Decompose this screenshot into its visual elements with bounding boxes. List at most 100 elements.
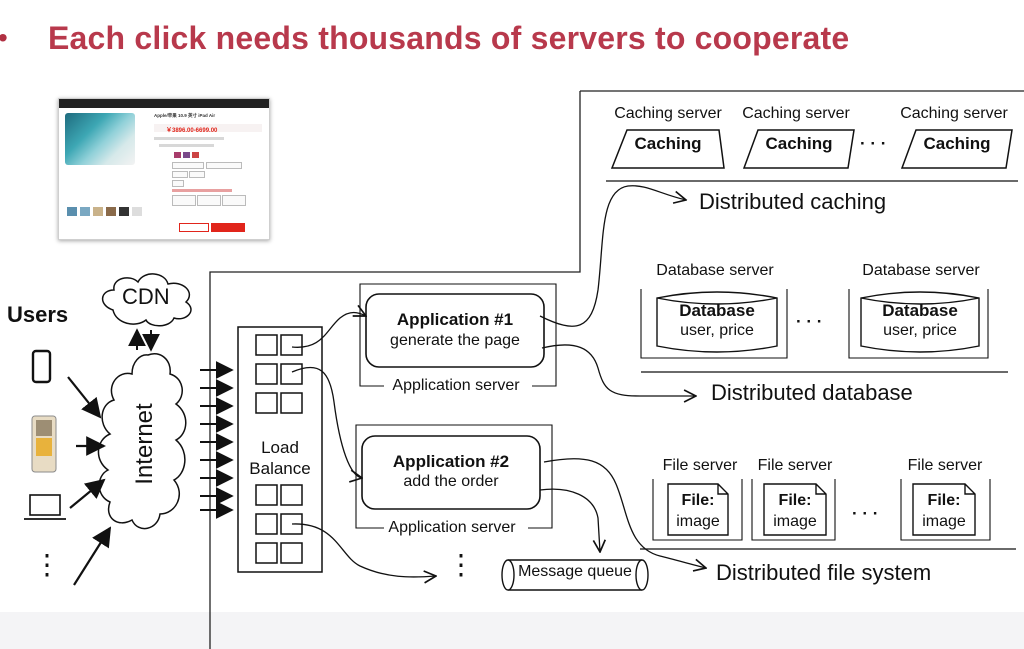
thumbnail-option — [172, 180, 184, 187]
thumbnail-line — [159, 144, 214, 147]
database-server-label-2: Database server — [862, 262, 980, 279]
database-server-label-1: Database server — [656, 262, 774, 279]
internet-to-lb-arrows — [200, 361, 234, 519]
thumbnail-mini-image — [93, 207, 103, 216]
file-server-1-frame — [652, 479, 743, 541]
file-subtitle-1: image — [676, 513, 720, 530]
app1-server-label: Application server — [392, 377, 520, 394]
app2-title: Application #2 — [392, 452, 510, 471]
thumbnail-option — [172, 162, 204, 169]
thumbnail-mini-image — [119, 207, 129, 216]
caching-server-label-2: Caching server — [742, 105, 850, 122]
app2-server-label: Application server — [388, 519, 516, 536]
thumbnail-button — [179, 223, 209, 232]
cdn-cloud — [101, 273, 192, 327]
phone-icon — [31, 349, 52, 384]
app1-title: Application #1 — [396, 310, 514, 329]
file-title-3: File: — [927, 492, 961, 509]
users-more-ellipsis: ⋮ — [33, 549, 61, 580]
app2-subtitle: add the order — [403, 473, 499, 490]
database-title-2: Database — [882, 301, 958, 320]
file-server-label-1: File server — [662, 457, 738, 474]
thumbnail-line — [172, 189, 232, 192]
app-server-1-frame — [359, 283, 557, 387]
thumbnail-option — [172, 171, 188, 178]
users-label: Users — [7, 302, 69, 327]
file-doc-2 — [763, 483, 827, 536]
caching-box-2 — [742, 129, 855, 169]
arrow-more-internet — [73, 526, 112, 586]
thumbnail-swatch — [192, 152, 199, 158]
file-dots: · · · — [852, 504, 879, 523]
thumbnail-mini-image — [132, 207, 142, 216]
thumbnail-line — [154, 137, 224, 140]
title-bullet: • — [0, 22, 8, 54]
lb-port-grid — [255, 334, 303, 564]
message-queue-shape — [501, 559, 649, 591]
caching-server-label-3: Caching server — [900, 105, 1008, 122]
lb-more-ellipsis: ⋮ — [447, 549, 475, 580]
file-server-label-3: File server — [907, 457, 983, 474]
thumbnail-option — [189, 171, 205, 178]
thumbnail-nav-bar — [59, 99, 269, 108]
tablet-icon — [31, 415, 57, 473]
thumbnail-swatch — [183, 152, 190, 158]
message-queue-label: Message queue — [518, 563, 632, 580]
thumbnail-mini-image — [80, 207, 90, 216]
thumbnail-option — [197, 195, 221, 206]
app2-to-files — [543, 458, 706, 568]
thumbnail-product-title: Apple/苹果 10.9 英寸 iPad Air — [154, 113, 216, 118]
distributed-caching-label: Distributed caching — [699, 189, 887, 214]
distributed-database-label: Distributed database — [711, 380, 913, 405]
caching-box-3 — [900, 129, 1013, 169]
app1-subtitle: generate the page — [390, 332, 520, 349]
database-server-2-frame — [848, 289, 989, 359]
file-doc-3 — [912, 483, 976, 536]
file-title-1: File: — [681, 492, 715, 509]
lb-to-more — [291, 523, 436, 577]
load-balance-line2: Balance — [249, 459, 311, 478]
load-balance-label: Load Balance — [240, 437, 320, 479]
thumbnail-price-box: ￥3896.00-6699.00 — [154, 124, 262, 134]
database-title-1: Database — [679, 301, 755, 320]
app-server-2-frame — [355, 424, 553, 529]
app2-to-queue — [539, 488, 600, 552]
slide-title: Each click needs thousands of servers to… — [48, 20, 850, 56]
caching-box-label-2: Caching — [765, 134, 833, 153]
file-subtitle-2: image — [773, 513, 817, 530]
file-server-label-2: File server — [757, 457, 833, 474]
file-doc-1 — [667, 483, 729, 536]
database-cylinder-2 — [860, 291, 980, 353]
thumbnail-button — [211, 223, 245, 232]
file-server-3-frame — [900, 479, 991, 541]
database-subtitle-1: user, price — [680, 322, 754, 339]
file-server-2-frame — [751, 479, 836, 541]
database-server-1-frame — [640, 289, 788, 359]
load-balance-line1: Load — [261, 438, 299, 457]
caching-box-label-3: Caching — [923, 134, 991, 153]
caching-box-1 — [610, 129, 725, 169]
thumbnail-option — [172, 195, 196, 206]
lb-to-app2 — [291, 366, 362, 478]
cdn-label: CDN — [122, 284, 170, 309]
product-page-thumbnail: Apple/苹果 10.9 英寸 iPad Air ￥3896.00-6699.… — [58, 98, 270, 240]
database-dots: · · · — [796, 312, 823, 331]
file-title-2: File: — [778, 492, 812, 509]
caching-dots: · · · — [860, 134, 887, 153]
arrow-phone-internet — [67, 376, 102, 419]
thumbnail-swatch — [174, 152, 181, 158]
laptop-icon — [24, 494, 66, 520]
thumbnail-price: ￥3896.00-6699.00 — [166, 128, 218, 134]
thumbnail-mini-image — [67, 207, 77, 216]
app1-to-database — [541, 344, 696, 396]
database-subtitle-2: user, price — [883, 322, 957, 339]
thumbnail-option — [222, 195, 246, 206]
arrow-laptop-internet — [69, 478, 106, 509]
lb-to-app1 — [291, 313, 366, 348]
app1-to-caching — [539, 185, 686, 327]
thumbnail-mini-image — [106, 207, 116, 216]
distributed-file-system-label: Distributed file system — [716, 560, 932, 585]
database-cylinder-1 — [656, 291, 778, 353]
caching-server-label-1: Caching server — [614, 105, 722, 122]
